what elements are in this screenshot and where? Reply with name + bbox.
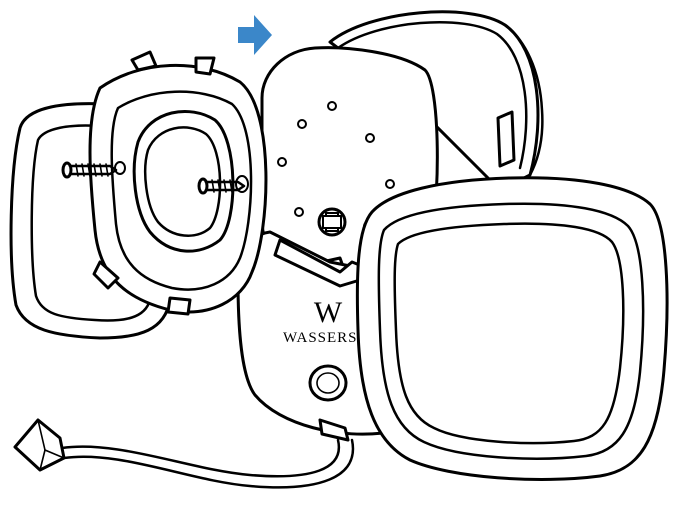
mounting-ring	[61, 50, 268, 316]
motion-sensor	[308, 364, 348, 402]
cable-connector	[13, 418, 66, 472]
arrow-right-icon	[238, 15, 272, 55]
brand-name-text: WASSERST	[283, 330, 368, 346]
brand-logo-letter: W	[314, 296, 343, 329]
screw-icon	[197, 177, 246, 195]
screw-icon	[61, 161, 118, 179]
right-lamp-head	[355, 176, 669, 481]
plus-terminal-icon	[317, 207, 347, 237]
power-cable	[13, 418, 355, 489]
